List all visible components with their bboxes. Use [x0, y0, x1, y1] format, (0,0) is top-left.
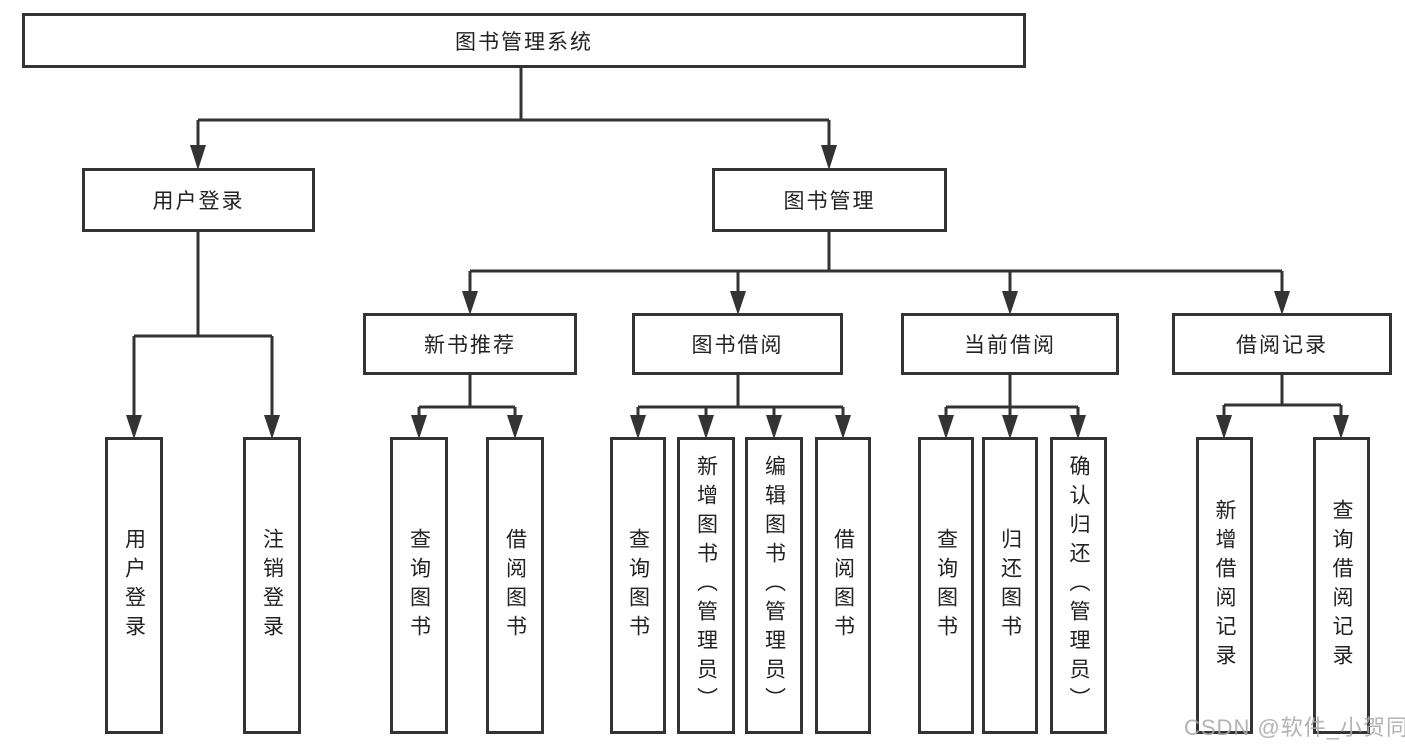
leaf-confirm-return-admin: 确认归还（管理员）	[1050, 437, 1107, 734]
node-current-borrow-label: 当前借阅	[964, 334, 1056, 357]
node-user-login: 用户登录	[82, 168, 315, 232]
leaf-edit-books-admin: 编辑图书（管理员）	[745, 437, 803, 734]
leaf-query-books-2: 查询图书	[610, 437, 666, 734]
leaf-add-borrow-record: 新增借阅记录	[1196, 437, 1253, 734]
node-book-management: 图书管理	[712, 168, 947, 232]
node-new-book-recommend-label: 新书推荐	[424, 334, 516, 357]
leaf-logout: 注销登录	[243, 437, 301, 734]
node-borrow-records-label: 借阅记录	[1236, 334, 1328, 357]
leaf-borrow-books-1: 借阅图书	[486, 437, 544, 734]
leaf-confirm-return-admin-label: 确认归还（管理员）	[1067, 455, 1090, 716]
leaf-user-login: 用户登录	[105, 437, 163, 734]
csdn-watermark: CSDN @软件_小贺同学	[1184, 715, 1405, 740]
leaf-query-borrow-record-label: 查询借阅记录	[1330, 498, 1353, 673]
leaf-query-borrow-record: 查询借阅记录	[1313, 437, 1370, 734]
leaf-borrow-books-1-label: 借阅图书	[503, 527, 527, 644]
leaf-return-books: 归还图书	[982, 437, 1038, 734]
arrowhead-icons	[126, 145, 1349, 439]
node-current-borrow: 当前借阅	[901, 313, 1119, 375]
node-user-login-label: 用户登录	[152, 190, 245, 213]
node-root-library-management-system: 图书管理系统	[22, 13, 1026, 68]
leaf-borrow-books-2-label: 借阅图书	[831, 527, 855, 644]
leaf-add-books-admin-label: 新增图书（管理员）	[694, 455, 718, 716]
leaf-edit-books-admin-label: 编辑图书（管理员）	[762, 455, 786, 716]
leaf-query-books-1: 查询图书	[390, 437, 448, 734]
leaf-add-books-admin: 新增图书（管理员）	[677, 437, 735, 734]
node-book-borrow-label: 图书借阅	[691, 334, 784, 357]
leaf-borrow-books-2: 借阅图书	[815, 437, 871, 734]
leaf-add-borrow-record-label: 新增借阅记录	[1213, 498, 1236, 673]
leaf-query-books-1-label: 查询图书	[407, 527, 431, 644]
node-borrow-records: 借阅记录	[1172, 313, 1392, 375]
leaf-query-books-3: 查询图书	[918, 437, 974, 734]
leaf-logout-label: 注销登录	[260, 527, 284, 644]
leaf-user-login-label: 用户登录	[122, 527, 146, 644]
node-book-borrow: 图书借阅	[632, 313, 843, 375]
node-root-label: 图书管理系统	[455, 30, 593, 54]
leaf-return-books-label: 归还图书	[998, 527, 1022, 644]
leaf-query-books-2-label: 查询图书	[626, 527, 650, 644]
node-new-book-recommend: 新书推荐	[363, 313, 577, 375]
node-book-management-label: 图书管理	[783, 190, 876, 213]
leaf-query-books-3-label: 查询图书	[934, 527, 958, 644]
